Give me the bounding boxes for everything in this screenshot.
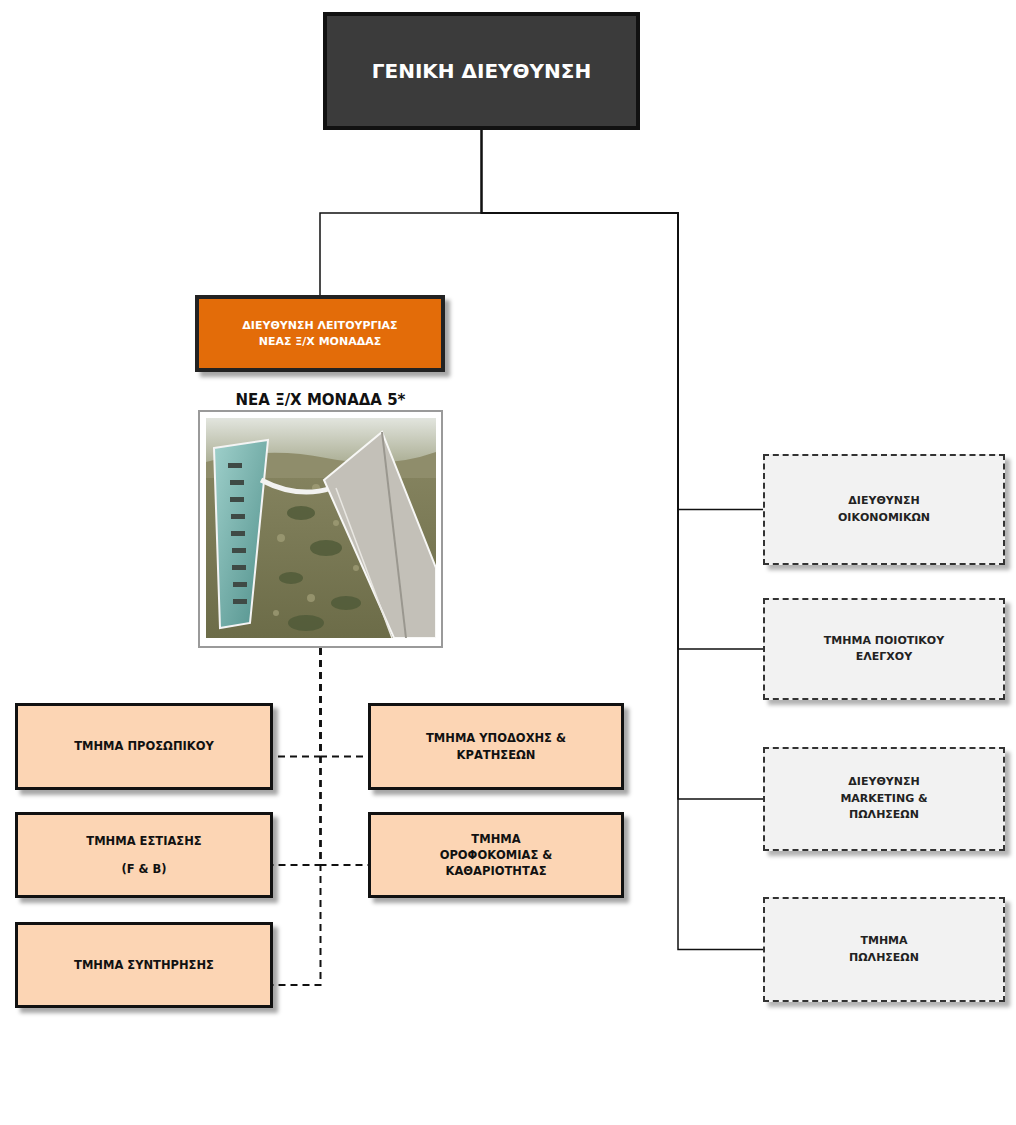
node-label: ΤΜΗΜΑ ΠΟΙΟΤΙΚΟΥ ΕΛΕΓΧΟΥ <box>814 633 954 666</box>
dashed-connector <box>273 648 321 865</box>
department-box: ΤΜΗΜΑ ΕΣΤΙΑΣΗΣ (F & B) <box>15 812 273 898</box>
dashed-connector <box>321 648 369 865</box>
unit-heading: ΝΕΑ Ξ/Χ ΜΟΝΑΔΑ 5* <box>228 392 413 409</box>
department-box: ΤΜΗΜΑ ΥΠΟΔΟΧΗΣ & ΚΡΑΤΗΣΕΩΝ <box>368 703 624 790</box>
node-label: ΤΜΗΜΑ ΠΡΟΣΩΠΙΚΟΥ <box>74 738 214 754</box>
hotel-render <box>206 418 436 638</box>
node-label: (F & B) <box>121 861 166 877</box>
support-box: ΤΜΗΜΑ ΠΟΙΟΤΙΚΟΥ ΕΛΕΓΧΟΥ <box>763 598 1005 700</box>
head-box: ΓΕΝΙΚΗ ΔΙΕΥΘΥΝΣΗ <box>323 12 640 130</box>
dashed-connector <box>273 648 321 757</box>
node-label: ΤΜΗΜΑ ΠΩΛΗΣΕΩΝ <box>844 933 924 966</box>
solid-connector <box>320 130 482 295</box>
solid-connector <box>482 130 764 649</box>
department-box: ΤΜΗΜΑ ΟΡΟΦΟΚΟΜΙΑΣ & ΚΑΘΑΡΙΟΤΗΤΑΣ <box>368 812 624 898</box>
department-box: ΤΜΗΜΑ ΣΥΝΤΗΡΗΣΗΣ <box>15 922 273 1008</box>
solid-connector <box>482 130 764 510</box>
node-label: ΔΙΕΥΘΥΝΣΗ MARKETING & ΠΩΛΗΣΕΩΝ <box>814 774 954 824</box>
management-box: ΔΙΕΥΘΥΝΣΗ ΛΕΙΤΟΥΡΓΙΑΣ ΝΕΑΣ Ξ/Χ ΜΟΝΑΔΑΣ <box>195 295 445 372</box>
solid-connector <box>482 130 764 799</box>
department-box: ΤΜΗΜΑ ΠΡΟΣΩΠΙΚΟΥ <box>15 703 273 790</box>
support-box: ΔΙΕΥΘΥΝΣΗ ΟΙΚΟΝΟΜΙΚΩΝ <box>763 454 1005 565</box>
node-label: ΤΜΗΜΑ ΣΥΝΤΗΡΗΣΗΣ <box>74 957 214 973</box>
node-label: ΤΜΗΜΑ ΟΡΟΦΟΚΟΜΙΑΣ & ΚΑΘΑΡΙΟΤΗΤΑΣ <box>431 831 561 879</box>
dashed-connector <box>321 648 369 757</box>
node-label: ΔΙΕΥΘΥΝΣΗ ΟΙΚΟΝΟΜΙΚΩΝ <box>814 493 954 526</box>
node-label: ΓΕΝΙΚΗ ΔΙΕΥΘΥΝΣΗ <box>372 59 591 83</box>
node-label: ΔΙΕΥΘΥΝΣΗ ΛΕΙΤΟΥΡΓΙΑΣ ΝΕΑΣ Ξ/Χ ΜΟΝΑΔΑΣ <box>234 318 406 350</box>
picture-frame: ΝΕΑ Ξ/Χ ΜΟΝΑΔΑ 5* <box>198 410 443 648</box>
node-label: ΤΜΗΜΑ ΕΣΤΙΑΣΗΣ <box>86 833 201 849</box>
support-box: ΔΙΕΥΘΥΝΣΗ MARKETING & ΠΩΛΗΣΕΩΝ <box>763 747 1005 851</box>
support-box: ΤΜΗΜΑ ΠΩΛΗΣΕΩΝ <box>763 897 1005 1002</box>
dashed-connector <box>273 648 321 985</box>
node-label: ΤΜΗΜΑ ΥΠΟΔΟΧΗΣ & ΚΡΑΤΗΣΕΩΝ <box>416 730 576 762</box>
